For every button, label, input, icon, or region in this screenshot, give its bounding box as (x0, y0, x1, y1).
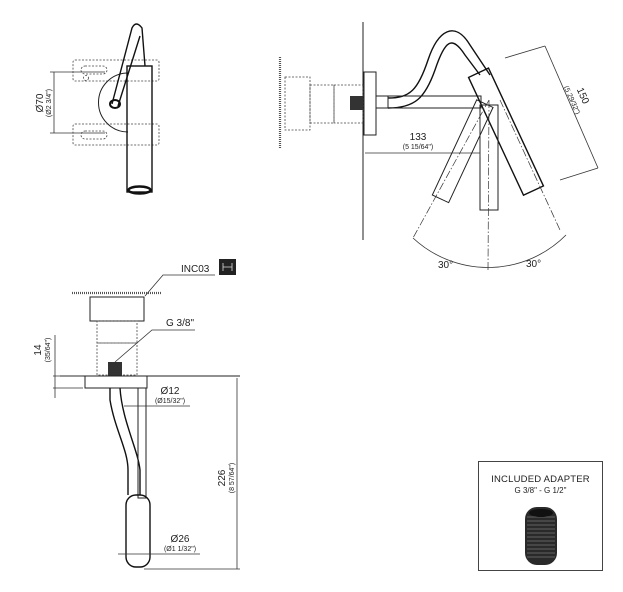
section-view: INC03 G 3/8" 14 (35/64") Ø12 (Ø15/32") 2… (33, 259, 240, 570)
finish-code-label: INC03 (181, 264, 210, 275)
valve-body (96, 320, 138, 344)
thread-connection (108, 362, 122, 376)
dim-height-label: 226 (217, 469, 228, 486)
dim-diameter-imperial: (Ø2 3/4") (46, 89, 53, 117)
rosette (98, 72, 129, 133)
dim-projection-imperial: (5 15/64") (403, 144, 434, 151)
included-adapter-panel: INCLUDED ADAPTER G 3/8" - G 1/2" (478, 461, 603, 571)
arm-tube (109, 387, 141, 495)
arm-nipple (375, 95, 389, 109)
side-view: 30° 30° 133 (5 15/64") 150 (5 29/32") (278, 22, 599, 271)
spout-head (125, 494, 151, 568)
dim-diameter-label: Ø70 (35, 93, 46, 112)
dim-head-diameter-label: Ø26 (171, 534, 190, 545)
rosette-side (363, 71, 377, 136)
arm-back (137, 387, 147, 499)
valve-cap (89, 296, 145, 322)
threaded-adapter-icon (524, 507, 557, 565)
angle-left-label: 30° (438, 260, 453, 271)
angle-right-label: 30° (526, 259, 541, 270)
spout-tube (126, 65, 153, 193)
swivel-arm (387, 30, 491, 109)
front-view: Ø70 (Ø2 3/4") (35, 23, 160, 195)
dim-projection-label: 133 (410, 132, 427, 143)
arm-joint (109, 99, 121, 109)
valve-body (284, 76, 311, 131)
thread-connection (350, 96, 363, 110)
mounting-bracket-top (72, 59, 160, 82)
dim-flange-imperial: (35/64") (45, 338, 52, 363)
bracket-slot (80, 65, 108, 75)
adapter-title: INCLUDED ADAPTER (491, 474, 590, 485)
spout-position-main (467, 67, 545, 197)
bracket-slot (80, 130, 108, 140)
spout-outlet (127, 185, 152, 195)
bracket-hole (83, 75, 89, 81)
adapter-subtitle: G 3/8" - G 1/2" (514, 486, 567, 495)
valve-body (309, 84, 335, 124)
rosette (84, 375, 148, 389)
dim-tube-diameter-label: Ø12 (161, 386, 180, 397)
rotation-arc (412, 234, 567, 268)
dim-tube-diameter-imperial: (Ø15/32") (155, 398, 185, 405)
dim-flange-label: 14 (33, 344, 44, 356)
arm (111, 23, 146, 107)
dim-head-diameter-imperial: (Ø1 1/32") (164, 546, 196, 553)
thread-label: G 3/8" (166, 318, 194, 329)
mounting-bracket-bottom (72, 123, 160, 146)
valve-body (333, 84, 364, 124)
spout-position-left (431, 99, 494, 204)
dim-height-imperial: (8 57/64") (229, 463, 236, 494)
